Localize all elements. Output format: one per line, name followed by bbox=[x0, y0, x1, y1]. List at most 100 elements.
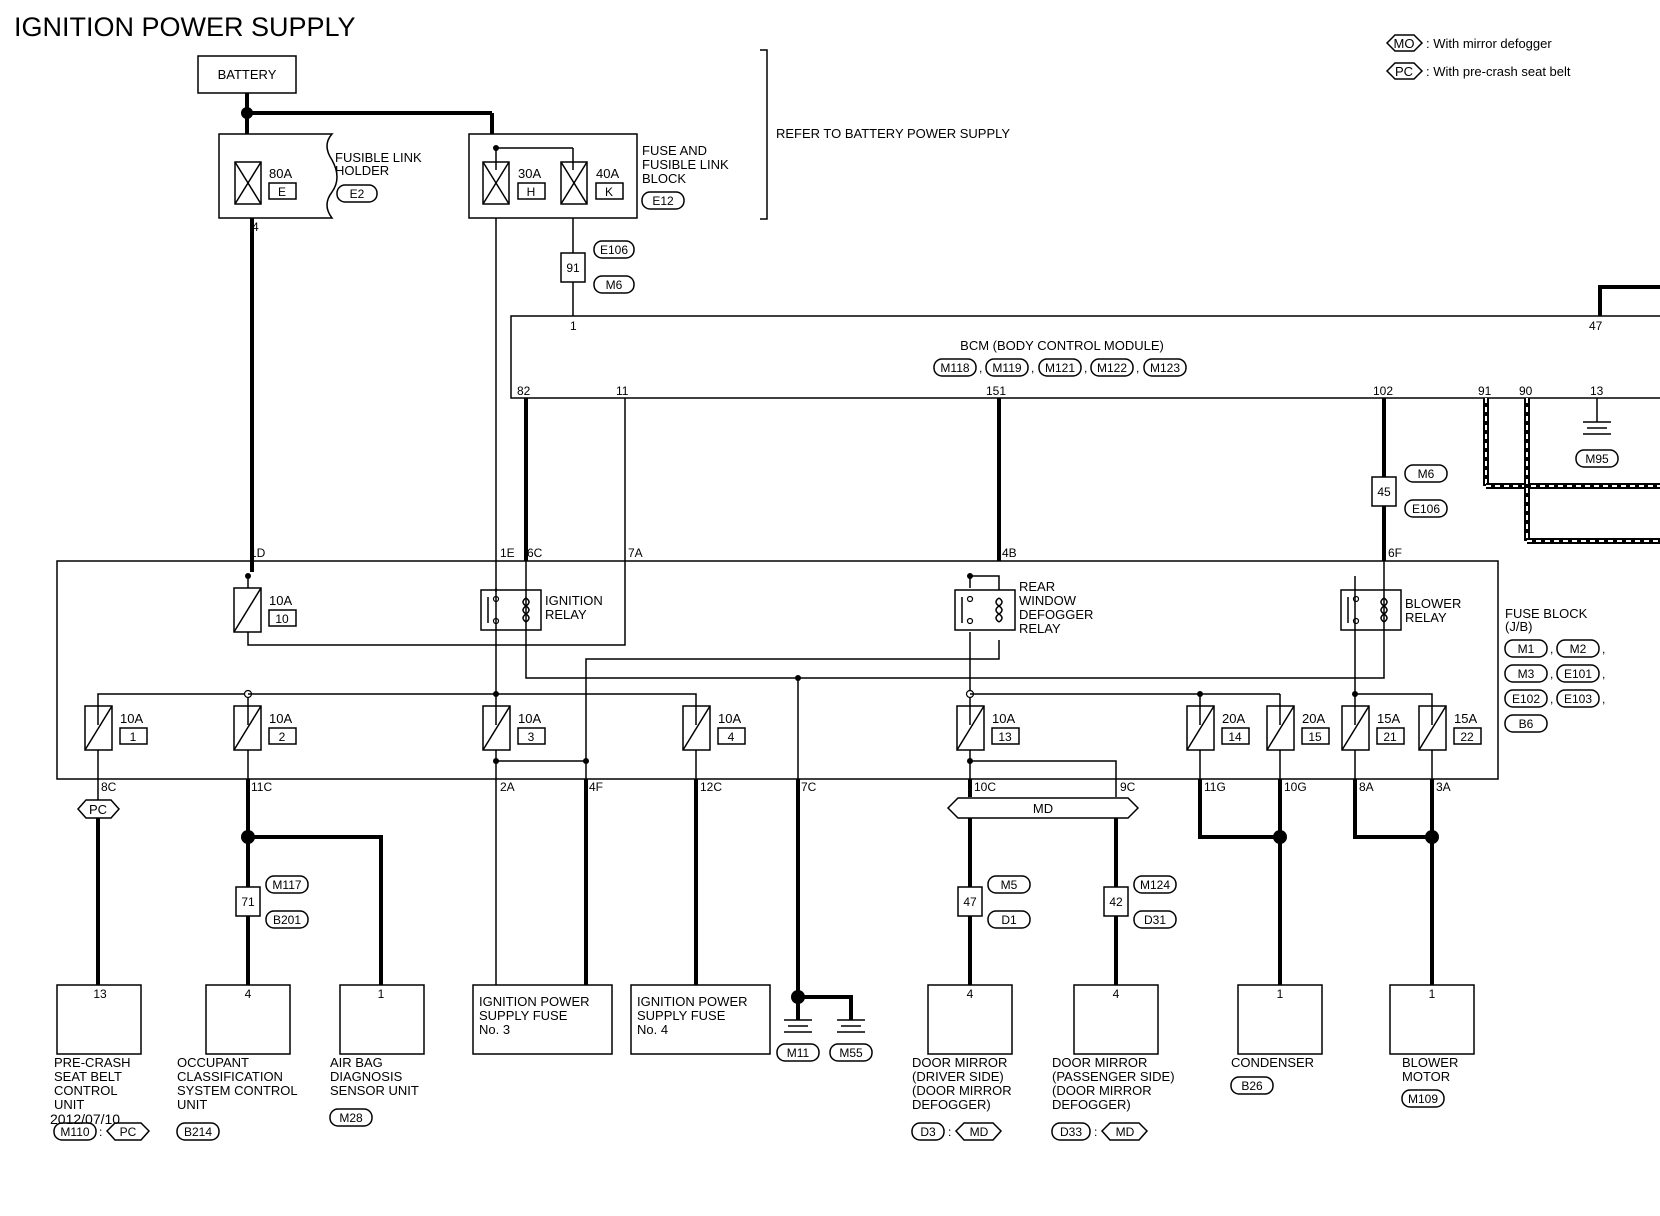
fuse-2-id: 2 bbox=[279, 730, 286, 744]
fuse-15-amps: 20A bbox=[1302, 711, 1325, 726]
ground-m55: M55 bbox=[829, 1019, 873, 1062]
fuse-4: 10A 4 bbox=[682, 705, 746, 751]
svg-text:,: , bbox=[1550, 692, 1553, 706]
fuse-22-amps: 15A bbox=[1454, 711, 1477, 726]
component-air-bag-diagnosis-sensor-unit: 1 AIR BAG DIAGNOSIS SENSOR UNIT M28 bbox=[329, 984, 425, 1127]
bcm-connector-m119: M119 bbox=[992, 361, 1021, 375]
fuse-block-pin-4b: 4B bbox=[1002, 546, 1017, 560]
fuse-13-id: 13 bbox=[998, 730, 1012, 744]
option-pc-label: PC bbox=[89, 802, 107, 817]
fuse-block-connector-m2: M2 bbox=[1570, 642, 1587, 656]
component-connector: D33 bbox=[1060, 1125, 1082, 1139]
component-label-3: (DOOR MIRROR bbox=[912, 1083, 1012, 1098]
battery-label: BATTERY bbox=[218, 67, 277, 82]
fuse-block-pin-11c: 11C bbox=[251, 780, 272, 794]
component-label-2: SUPPLY FUSE bbox=[479, 1008, 568, 1023]
legend-text-mo: : With mirror defogger bbox=[1426, 36, 1552, 51]
fuse-block-pin-7a: 7A bbox=[628, 546, 643, 560]
component-label-2: MOTOR bbox=[1402, 1069, 1450, 1084]
junction-42-connector-1: M124 bbox=[1140, 878, 1170, 892]
junction-42-pin: 42 bbox=[1109, 895, 1123, 909]
fuse-block-label-1: FUSE AND bbox=[642, 143, 707, 158]
bcm-connector-m122: M122 bbox=[1097, 361, 1127, 375]
svg-text::: : bbox=[99, 1125, 102, 1139]
fuse-block-pin-6f: 6F bbox=[1388, 546, 1402, 560]
component-connector: M110 bbox=[60, 1125, 89, 1139]
fuse-14-amps: 20A bbox=[1222, 711, 1245, 726]
defogger-relay-label-1: REAR bbox=[1019, 579, 1055, 594]
fuse-block-pin-12c: 12C bbox=[700, 780, 722, 794]
fusible-link-amps: 80A bbox=[269, 166, 292, 181]
fuse-block-connector-e103: E103 bbox=[1564, 692, 1592, 706]
page-title: IGNITION POWER SUPPLY bbox=[14, 12, 356, 42]
bcm-ground-connector: M95 bbox=[1585, 452, 1609, 466]
bcm-pin-90: 90 bbox=[1519, 384, 1533, 398]
fuse-block-pin-9c: 9C bbox=[1120, 780, 1136, 794]
component-label-2: CLASSIFICATION bbox=[177, 1069, 283, 1084]
component-connector: B26 bbox=[1241, 1079, 1263, 1093]
component-option: MD bbox=[1116, 1125, 1135, 1139]
component-option: PC bbox=[120, 1125, 137, 1139]
option-md-marker: MD bbox=[946, 797, 1140, 819]
component-label-1: AIR BAG bbox=[330, 1055, 383, 1070]
fuse-30a-amps: 30A bbox=[518, 166, 541, 181]
junction-45-connector-1: M6 bbox=[1418, 467, 1435, 481]
refer-note: REFER TO BATTERY POWER SUPPLY bbox=[776, 126, 1010, 141]
bcm-pin-11: 11 bbox=[616, 384, 629, 398]
bcm-connectors: M118 , M119 , M121 , M122 , M123 bbox=[933, 358, 1187, 377]
fuse-22: 15A 22 bbox=[1418, 705, 1482, 751]
component-label-3: No. 4 bbox=[637, 1022, 668, 1037]
fusible-link-holder: 80A E FUSIBLE LINK HOLDER E2 4 bbox=[218, 133, 422, 234]
svg-text:,: , bbox=[1136, 361, 1139, 375]
svg-text:,: , bbox=[1550, 667, 1553, 681]
junction-47-connector-1: M5 bbox=[1001, 878, 1018, 892]
component-occupant-classification-unit: 4 OCCUPANT CLASSIFICATION SYSTEM CONTROL… bbox=[176, 984, 298, 1141]
svg-text:,: , bbox=[1602, 667, 1605, 681]
component-label-2: (PASSENGER SIDE) bbox=[1052, 1069, 1175, 1084]
fuse-21-id: 21 bbox=[1383, 730, 1397, 744]
component-option: MD bbox=[970, 1125, 989, 1139]
junction-71-pin: 71 bbox=[241, 895, 255, 909]
component-label-2: SUPPLY FUSE bbox=[637, 1008, 726, 1023]
rear-window-defogger-relay: REAR WINDOW DEFOGGER RELAY bbox=[954, 579, 1093, 636]
fuse-3-amps: 10A bbox=[518, 711, 541, 726]
fuse-3-id: 3 bbox=[528, 730, 535, 744]
fuse-block-pin-8c: 8C bbox=[101, 780, 117, 794]
component-pin: 1 bbox=[378, 987, 385, 1001]
legend-text-pc: : With pre-crash seat belt bbox=[1426, 64, 1571, 79]
fuse-3: 10A 3 bbox=[482, 705, 546, 751]
fuse-block-label-3: BLOCK bbox=[642, 171, 686, 186]
fusible-link-holder-label: FUSIBLE LINK bbox=[335, 150, 422, 165]
fuse-block-pin-10g: 10G bbox=[1284, 780, 1307, 794]
bcm-connector-m123: M123 bbox=[1150, 361, 1180, 375]
component-label-3: (DOOR MIRROR bbox=[1052, 1083, 1152, 1098]
component-blower-motor: 1 BLOWER MOTOR M109 bbox=[1389, 984, 1475, 1108]
component-pin: 1 bbox=[1429, 987, 1436, 1001]
blower-relay-label-1: BLOWER bbox=[1405, 596, 1461, 611]
component-ignition-power-supply-fuse-4: IGNITION POWER SUPPLY FUSE No. 4 bbox=[630, 984, 771, 1055]
fuse-block-label-2: (J/B) bbox=[1505, 619, 1532, 634]
fusible-link-holder-label-2: HOLDER bbox=[335, 163, 389, 178]
junction-91-connector-1: E106 bbox=[600, 243, 628, 257]
legend-code-pc: PC bbox=[1395, 64, 1413, 79]
svg-text:,: , bbox=[1031, 361, 1034, 375]
junction-71-connector-1: M117 bbox=[272, 878, 301, 892]
fuse-10: 10A 10 bbox=[233, 587, 297, 633]
component-label-1: DOOR MIRROR bbox=[912, 1055, 1007, 1070]
fuse-2-amps: 10A bbox=[269, 711, 292, 726]
component-label-1: IGNITION POWER bbox=[637, 994, 748, 1009]
junction-45-connector-2: E106 bbox=[1412, 502, 1440, 516]
junction-91: 91 E106 M6 bbox=[560, 240, 635, 294]
refer-bracket: REFER TO BATTERY POWER SUPPLY bbox=[760, 49, 1010, 220]
fuse-30a-id: H bbox=[527, 185, 536, 199]
bcm-pin-13: 13 bbox=[1590, 384, 1604, 398]
junction-47: 47 M5 D1 bbox=[957, 875, 1031, 929]
bcm-pin-82: 82 bbox=[517, 384, 531, 398]
fuse-14: 20A 14 bbox=[1186, 705, 1250, 751]
component-label-4: DEFOGGER) bbox=[1052, 1097, 1131, 1112]
ground-m11: M11 bbox=[776, 1019, 820, 1062]
fuse-40a-id: K bbox=[605, 185, 613, 199]
junction-45: 45 M6 E106 bbox=[1371, 464, 1448, 518]
component-label-3: CONTROL bbox=[54, 1083, 118, 1098]
fuse-10-id: 10 bbox=[275, 612, 289, 626]
